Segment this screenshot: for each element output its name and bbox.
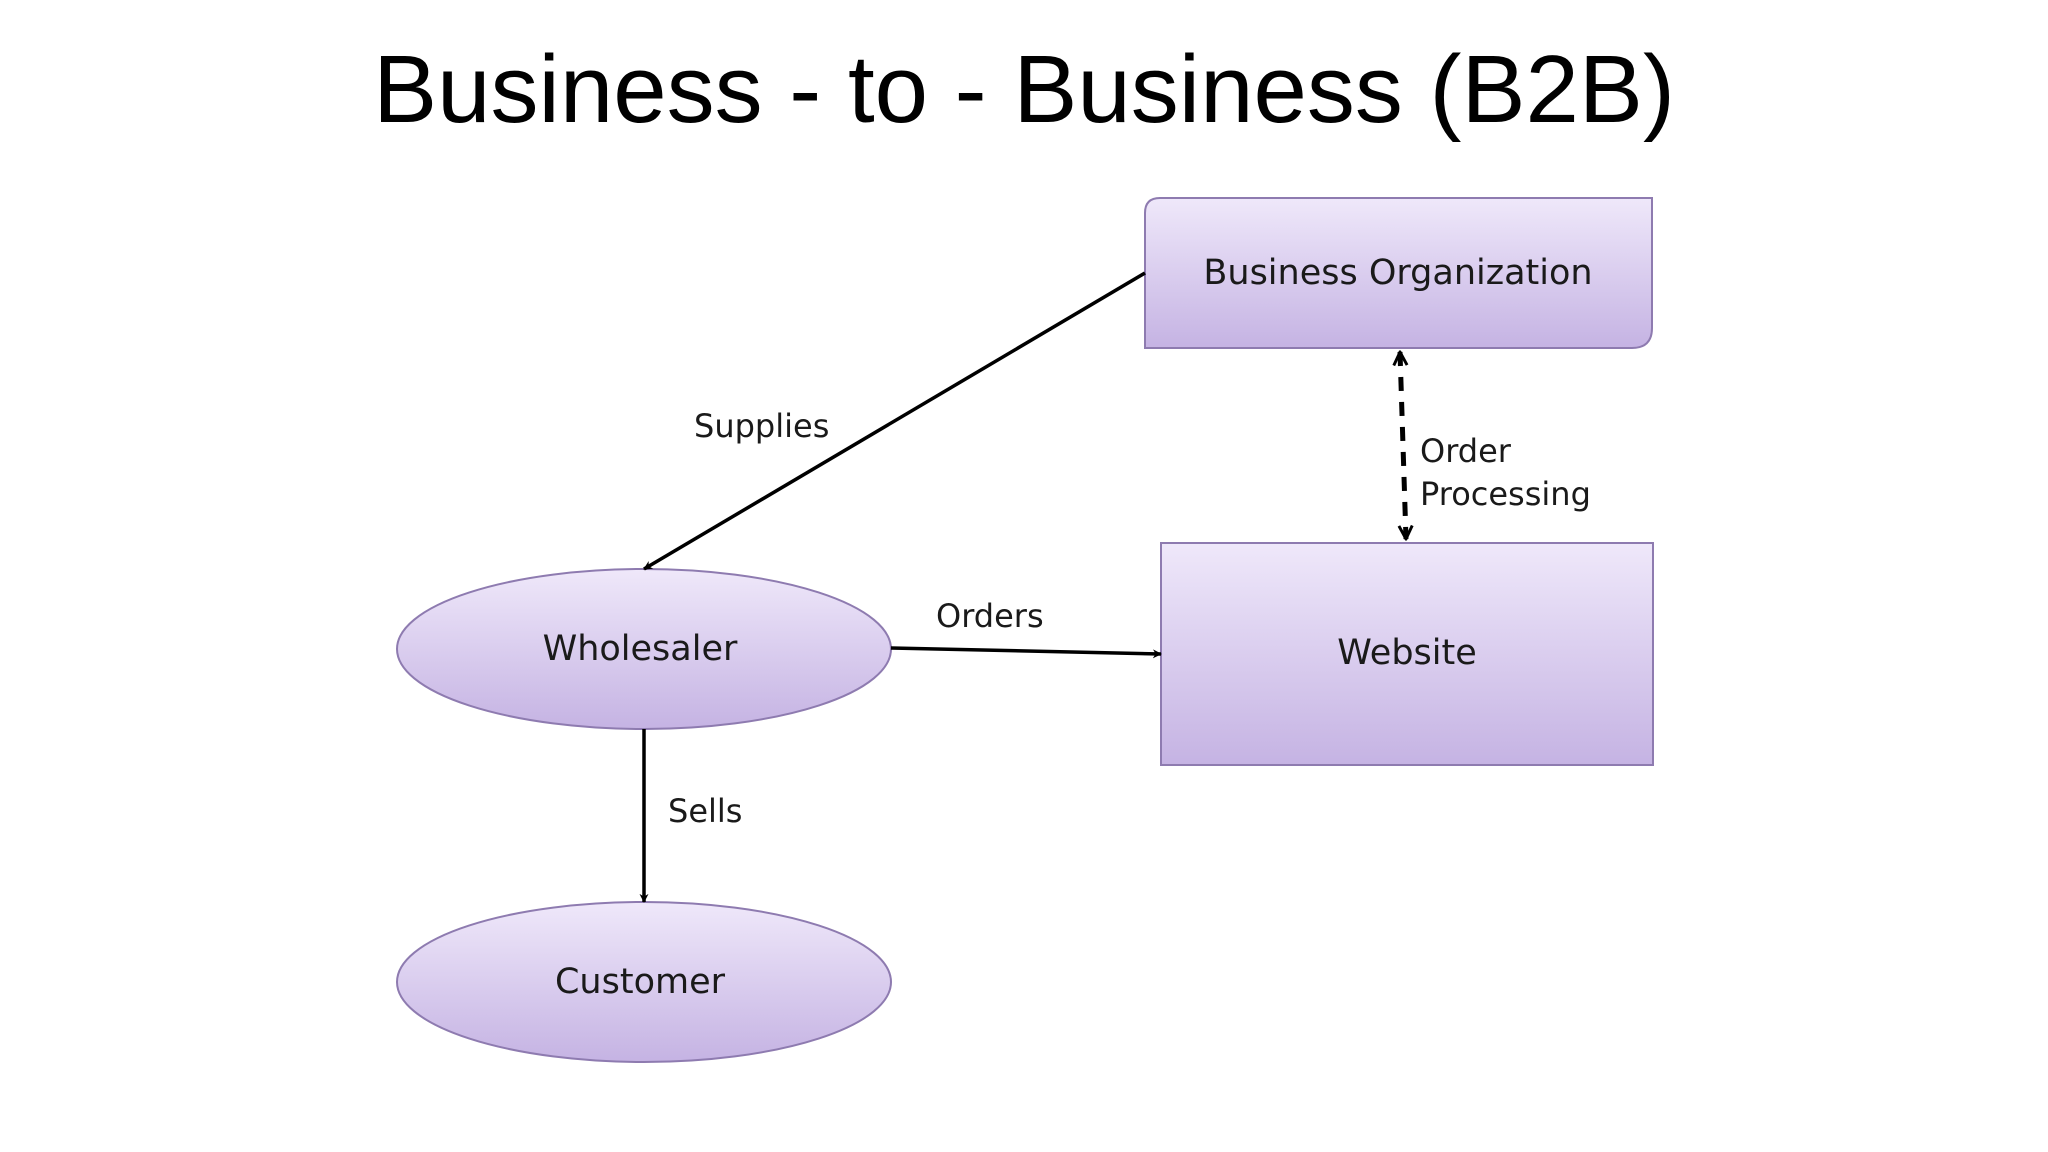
edge-sells: Sells	[639, 729, 742, 903]
sells-label: Sells	[668, 792, 742, 830]
node-wholesaler: Wholesaler	[396, 568, 892, 730]
orders-arrow	[890, 646, 1162, 659]
website-label: Website	[1337, 633, 1477, 673]
edge-supplies: Supplies	[643, 271, 1146, 571]
edge-order-processing: Order Processing	[1400, 352, 1591, 539]
wholesaler-label: Wholesaler	[543, 629, 738, 669]
edge-orders: Orders	[890, 597, 1162, 659]
order-processing-arrow	[1400, 352, 1406, 539]
customer-label: Customer	[555, 962, 726, 1002]
website-shape	[1160, 542, 1654, 766]
node-customer: Customer	[396, 901, 892, 1063]
orders-label: Orders	[936, 597, 1044, 635]
order-processing-label-line1: Order	[1420, 432, 1512, 470]
business-organization-label: Business Organization	[1203, 253, 1592, 293]
order-processing-label-line2: Processing	[1420, 475, 1591, 513]
business-organization-shape	[1144, 197, 1653, 349]
node-business-organization: Business Organization	[1144, 197, 1653, 349]
supplies-label: Supplies	[694, 407, 829, 445]
supplies-arrow	[643, 271, 1146, 571]
node-website: Website	[1160, 542, 1654, 766]
slide-title: Business - to - Business (B2B)	[373, 36, 1675, 143]
